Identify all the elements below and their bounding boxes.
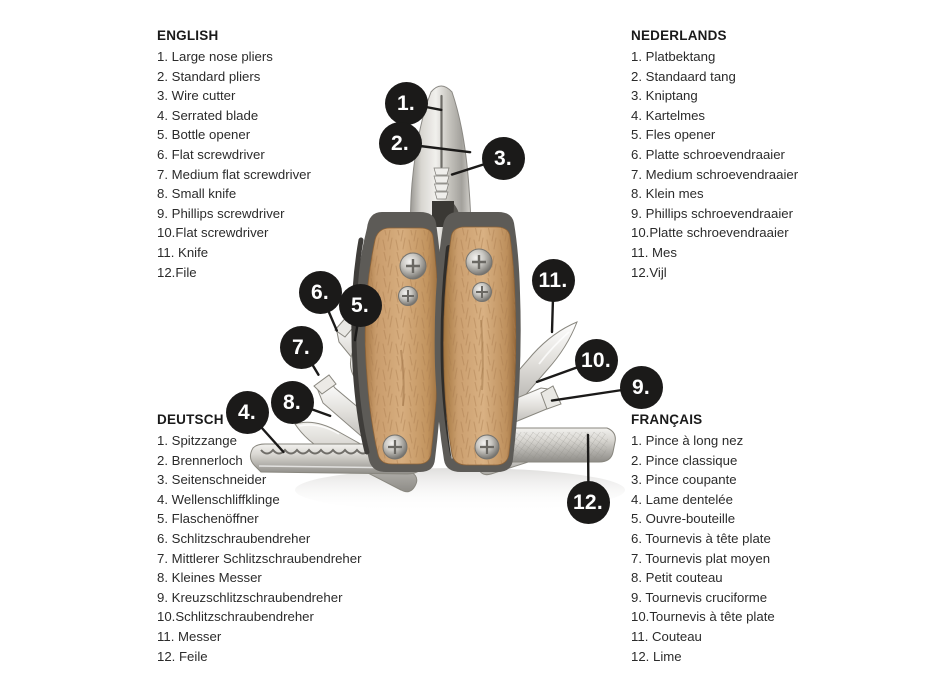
callout-badge-2[interactable]: 2.	[379, 122, 422, 165]
feature-item: 1. Platbektang	[631, 49, 716, 64]
callout-badge-3[interactable]: 3.	[482, 137, 525, 180]
feature-item: 5. Fles opener	[631, 127, 716, 143]
feature-item: 12. Feile	[157, 648, 208, 664]
feature-item: 8. Petit couteau	[631, 570, 723, 586]
feature-item: 1. Pince à long nez	[631, 433, 744, 448]
feature-item: 5. Bottle opener	[157, 127, 251, 143]
multi-tool-illustration	[225, 70, 725, 540]
feature-item: 6. Flat screwdriver	[157, 146, 265, 162]
feature-item: 4. Lame dentelée	[631, 491, 733, 507]
feature-item: 2. Standaard tang	[631, 68, 736, 84]
handle-left	[351, 212, 444, 472]
callout-leader-line	[584, 431, 592, 487]
feature-item: 6. Tournevis à tête plate	[631, 530, 771, 546]
feature-item: 5. Flaschenöffner	[157, 511, 259, 527]
language-title-nederlands: NEDERLANDS	[631, 28, 727, 43]
callout-leader-line	[308, 360, 322, 379]
feature-item: 12. Lime	[631, 648, 682, 664]
language-block-deutsch: DEUTSCH 1. Spitzzange 2. Brennerloch 3. Se…	[157, 412, 407, 666]
language-title-english: ENGLISH	[157, 28, 219, 43]
feature-item: 7. Medium flat screwdriver	[157, 166, 311, 182]
callout-leader-line	[533, 363, 582, 386]
feature-item: 7. Tournevis plat moyen	[631, 550, 771, 566]
callout-leader-line	[257, 423, 287, 456]
feature-item: 4. Wellenschliffklinge	[157, 491, 280, 507]
callout-leader-line	[448, 160, 489, 179]
feature-item: 11. Knife	[157, 244, 209, 260]
callout-badge-8[interactable]: 8.	[271, 381, 314, 424]
feature-item: 12.Vijl	[631, 264, 667, 280]
feature-item: 6. Schlitzschraubendreher	[157, 530, 311, 546]
feature-item: 2. Standard pliers	[157, 68, 261, 84]
feature-item: 10.Flat screwdriver	[157, 225, 269, 241]
feature-item: 1. Large nose pliers	[157, 49, 273, 64]
feature-item: 6. Platte schroevendraaier	[631, 146, 785, 162]
feature-list-nederlands: 1. Platbektang 2. Standaard tang 3. Knipta…	[631, 47, 881, 282]
callout-leader-line	[548, 296, 557, 336]
language-block-nederlands: NEDERLANDS 1. Platbektang 2. Standaard ta…	[631, 28, 881, 282]
feature-item: 11. Couteau	[631, 628, 702, 644]
feature-list-english: 1. Large nose pliers 2. Standard pliers 3.…	[157, 47, 407, 282]
feature-item: 7. Mittlerer Schlitzschraubendreher	[157, 550, 362, 566]
feature-item: 3. Pince coupante	[631, 472, 737, 488]
feature-list-francais: 1. Pince à long nez 2. Pince classique 3. …	[631, 431, 881, 666]
feature-item: 2. Brennerloch	[157, 452, 243, 468]
language-block-francais: FRANÇAIS 1. Pince à long nez 2. Pince cla…	[631, 412, 881, 666]
language-title-deutsch: DEUTSCH	[157, 412, 224, 427]
feature-item: 11. Messer	[157, 628, 222, 644]
callout-badge-9[interactable]: 9.	[620, 366, 663, 409]
callout-badge-1[interactable]: 1.	[385, 82, 428, 125]
callout-leader-line	[324, 306, 341, 335]
callout-leader-line	[351, 321, 361, 344]
callout-leader-line	[307, 405, 334, 420]
language-block-english: ENGLISH 1. Large nose pliers 2. Standard …	[157, 28, 407, 282]
callout-badge-5[interactable]: 5.	[339, 284, 382, 327]
feature-item: 3. Wire cutter	[157, 88, 236, 104]
feature-item: 3. Kniptang	[631, 88, 698, 104]
callout-badge-12[interactable]: 12.	[567, 481, 610, 524]
callout-badge-7[interactable]: 7.	[280, 326, 323, 369]
callout-leader-line	[416, 142, 474, 156]
feature-item: 11. Mes	[631, 244, 677, 260]
feature-item: 10.Schlitzschraubendreher	[157, 609, 314, 625]
feature-item: 9. Phillips schroevendraaier	[631, 205, 793, 221]
feature-item: 9. Tournevis cruciforme	[631, 589, 768, 605]
feature-item: 5. Ouvre-bouteille	[631, 511, 736, 527]
callout-leader-line	[422, 103, 445, 114]
feature-item: 8. Kleines Messer	[157, 570, 262, 586]
feature-item: 10.Platte schroevendraaier	[631, 225, 789, 241]
language-title-francais: FRANÇAIS	[631, 412, 703, 427]
feature-item: 9. Kreuzschlitzschraubendreher	[157, 589, 343, 605]
feature-item: 3. Seitenschneider	[157, 472, 267, 488]
callout-badge-4[interactable]: 4.	[226, 391, 269, 434]
feature-item: 4. Kartelmes	[631, 107, 706, 123]
feature-item: 8. Small knife	[157, 186, 237, 202]
callout-badge-10[interactable]: 10.	[575, 339, 618, 382]
feature-item: 4. Serrated blade	[157, 107, 259, 123]
feature-item: 12.File	[157, 264, 197, 280]
feature-item: 10.Tournevis à tête plate	[631, 609, 775, 625]
feature-item: 8. Klein mes	[631, 186, 704, 202]
feature-item: 1. Spitzzange	[157, 433, 237, 448]
feature-list-deutsch: 1. Spitzzange 2. Brennerloch 3. Seitenschn…	[157, 431, 407, 666]
callout-badge-11[interactable]: 11.	[532, 259, 575, 302]
callout-leader-line	[548, 386, 626, 405]
handle-right	[434, 212, 521, 472]
callout-badge-6[interactable]: 6.	[299, 271, 342, 314]
feature-item: 2. Pince classique	[631, 452, 738, 468]
feature-item: 7. Medium schroevendraaier	[631, 166, 799, 182]
feature-item: 9. Phillips screwdriver	[157, 205, 285, 221]
